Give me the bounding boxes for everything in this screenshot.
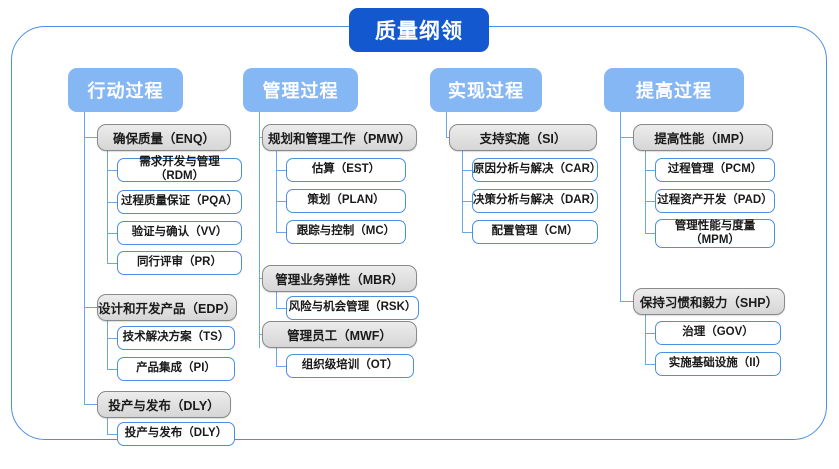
leaf-box-ts[interactable]: 技术解决方案（TS）: [117, 326, 235, 350]
branch-line: [276, 308, 287, 310]
branch-line: [107, 233, 118, 235]
group-box-mwf[interactable]: 管理员工（MWF）: [262, 321, 417, 348]
leaf-box-vv[interactable]: 验证与确认（VV）: [117, 221, 242, 245]
group-spine-mwf: [276, 348, 278, 367]
group-spine-imp: [645, 151, 647, 234]
branch-line: [645, 170, 656, 172]
branch-line: [645, 364, 656, 366]
leaf-box-ii[interactable]: 实施基础设施（II）: [655, 352, 781, 376]
branch-line: [107, 263, 118, 265]
leaf-box-ot[interactable]: 组织级培训（OT）: [286, 354, 414, 378]
group-box-enq[interactable]: 确保质量（ENQ）: [97, 124, 231, 151]
branch-line: [645, 333, 656, 335]
column-spine-3: [446, 112, 448, 138]
branch-line: [462, 170, 473, 172]
branch-line: [620, 301, 634, 303]
group-spine-si: [462, 151, 464, 233]
branch-line: [645, 233, 656, 235]
leaf-box-rdm[interactable]: 需求开发与管理（RDM）: [117, 156, 242, 182]
leaf-box-dar[interactable]: 决策分析与解决（DAR）: [472, 189, 601, 213]
group-box-si[interactable]: 支持实施（SI）: [449, 124, 597, 151]
column-header-3[interactable]: 实现过程: [430, 68, 542, 112]
group-box-shp[interactable]: 保持习惯和毅力（SHP）: [633, 288, 785, 315]
leaf-box-plan[interactable]: 策划（PLAN）: [286, 189, 406, 213]
leaf-box-est[interactable]: 估算（EST）: [286, 158, 406, 182]
group-box-edp[interactable]: 设计和开发产品（EDP）: [97, 294, 237, 321]
group-box-mbr[interactable]: 管理业务弹性（MBR）: [262, 265, 417, 292]
leaf-box-car[interactable]: 原因分析与解决（CAR）: [472, 158, 601, 182]
branch-line: [84, 404, 98, 406]
leaf-box-pr[interactable]: 同行评审（PR）: [117, 251, 242, 275]
leaf-box-cm[interactable]: 配置管理（CM）: [472, 220, 598, 244]
branch-line: [107, 369, 118, 371]
group-spine-pmw: [276, 151, 278, 233]
branch-line: [107, 170, 118, 172]
column-header-4[interactable]: 提高过程: [604, 68, 744, 112]
branch-line: [620, 137, 634, 139]
branch-line: [276, 232, 287, 234]
column-header-2[interactable]: 管理过程: [243, 68, 358, 112]
column-header-1[interactable]: 行动过程: [68, 68, 183, 112]
column-spine-4: [620, 112, 622, 302]
branch-line: [107, 202, 118, 204]
group-box-pmw[interactable]: 规划和管理工作（PMW）: [262, 124, 417, 151]
branch-line: [276, 170, 287, 172]
group-box-imp[interactable]: 提高性能（IMP）: [633, 124, 773, 151]
leaf-box-pad[interactable]: 过程资产开发（PAD）: [655, 189, 775, 213]
leaf-box-pcm[interactable]: 过程管理（PCM）: [655, 158, 775, 182]
group-box-dly[interactable]: 投产与发布（DLY）: [97, 391, 231, 418]
leaf-box-pi[interactable]: 产品集成（PI）: [117, 357, 235, 381]
leaf-box-dly-child[interactable]: 投产与发布（DLY）: [117, 422, 235, 446]
branch-line: [84, 307, 98, 309]
branch-line: [276, 366, 287, 368]
leaf-box-pqa[interactable]: 过程质量保证（PQA）: [117, 190, 242, 214]
leaf-box-rsk[interactable]: 风险与机会管理（RSK）: [286, 296, 419, 320]
group-spine-shp: [645, 315, 647, 365]
branch-line: [462, 201, 473, 203]
branch-line: [84, 137, 98, 139]
branch-line: [276, 201, 287, 203]
branch-line: [107, 434, 118, 436]
diagram-title: 质量纲领: [349, 8, 489, 52]
column-spine-1: [84, 112, 86, 404]
branch-line: [645, 201, 656, 203]
column-spine-2: [259, 112, 261, 348]
branch-line: [462, 232, 473, 234]
group-spine-enq: [107, 151, 109, 263]
group-spine-edp: [107, 321, 109, 370]
group-spine-mbr: [276, 292, 278, 309]
leaf-box-mc[interactable]: 跟踪与控制（MC）: [286, 220, 406, 244]
leaf-box-gov[interactable]: 治理（GOV）: [655, 321, 781, 345]
group-spine-dly: [107, 418, 109, 435]
leaf-box-mpm[interactable]: 管理性能与度量 （MPM）: [655, 219, 775, 248]
branch-line: [107, 338, 118, 340]
